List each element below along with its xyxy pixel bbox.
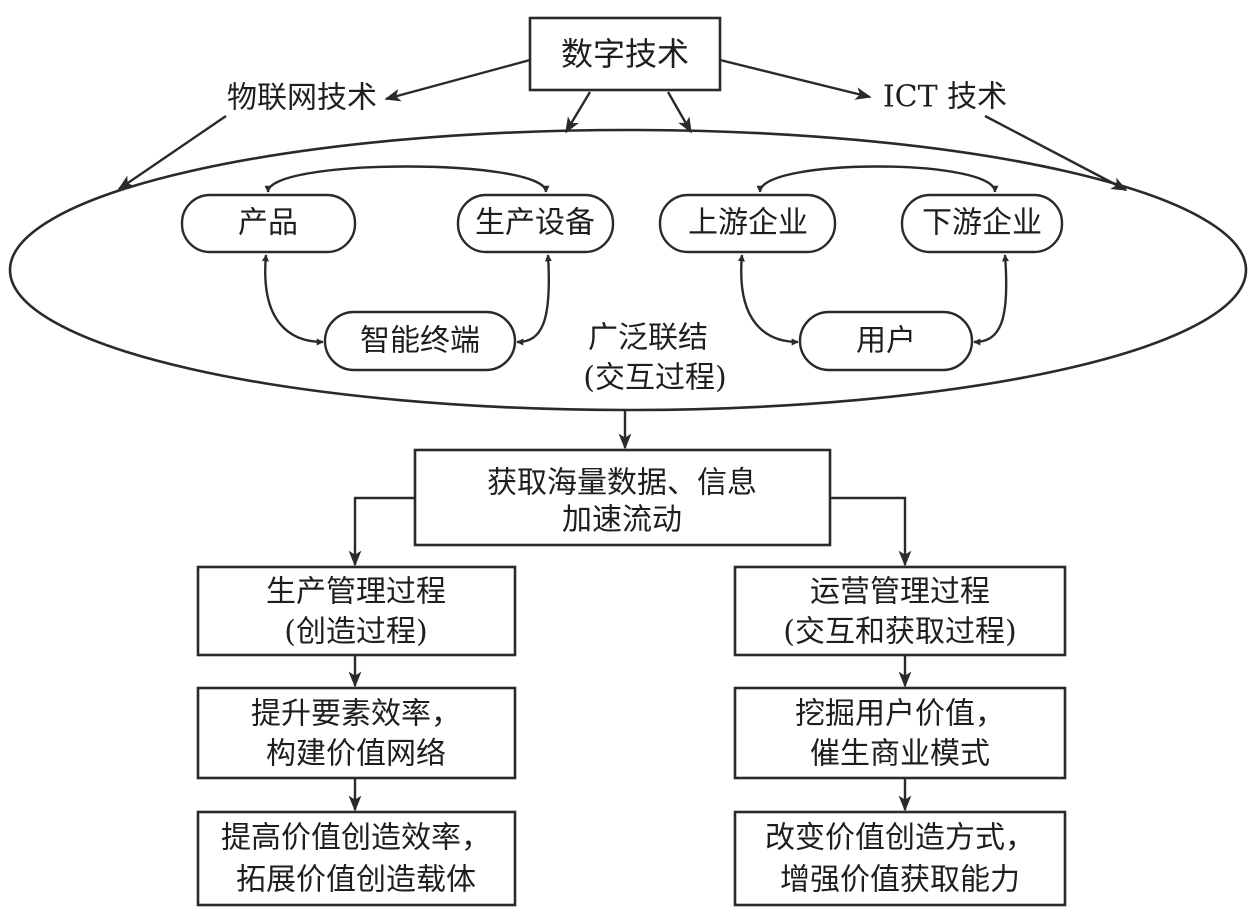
data-flow-line2: 加速流动 <box>562 503 682 538</box>
node-downstream-shape <box>900 193 1064 254</box>
data-flow-box <box>413 448 832 547</box>
connection-ellipse <box>8 128 1248 412</box>
node-user: 用户 <box>798 310 974 372</box>
ict-tech-label: ICT 技术 <box>883 80 1007 115</box>
link-product-terminal <box>261 254 324 346</box>
arrow-digital-to-network-left <box>564 91 592 134</box>
operation-process-line2: (交互和获取过程) <box>783 615 1016 650</box>
node-terminal: 智能终端 <box>323 310 517 372</box>
production-process-line2: (创造过程) <box>284 615 427 650</box>
node-downstream-label: 下游企业 <box>922 206 1042 241</box>
node-downstream: 下游企业 <box>900 193 1064 254</box>
arrow-ict-to-network <box>984 114 1128 192</box>
value-creation-line2: 拓展价值创造载体 <box>236 863 476 898</box>
link-downstream-user <box>973 254 1009 346</box>
value-creation-line1: 提高价值创造效率， <box>221 821 491 856</box>
iot-tech-label: 物联网技术 <box>227 81 377 116</box>
digital-tech-label: 数字技术 <box>561 35 689 73</box>
right-branch-step-1: 运营管理过程 (交互和获取过程) <box>733 565 1067 657</box>
node-equipment: 生产设备 <box>456 193 615 254</box>
node-product: 产品 <box>180 193 357 254</box>
link-upstream-user <box>737 254 799 346</box>
arrow-data-to-production <box>348 496 415 567</box>
digital-tech-box <box>528 16 722 92</box>
data-flow-node: 获取海量数据、信息 加速流动 <box>413 448 832 547</box>
link-product-equipment <box>264 165 550 193</box>
production-process-box <box>196 565 517 657</box>
left-branch-step-1: 生产管理过程 (创造过程) <box>196 565 517 657</box>
user-value-box <box>733 686 1067 780</box>
user-value-line1: 挖掘用户价值， <box>795 697 1005 732</box>
link-upstream-downstream <box>756 165 999 193</box>
operation-process-line1: 运营管理过程 <box>810 575 990 610</box>
node-product-label: 产品 <box>238 206 298 241</box>
network-caption-line2: (交互过程) <box>583 361 726 396</box>
value-capture-line1: 改变价值创造方式， <box>765 821 1035 856</box>
arrow-data-to-operation <box>830 496 912 567</box>
left-branch-step-3: 提高价值创造效率， 拓展价值创造载体 <box>196 810 517 907</box>
value-capture-box <box>733 810 1067 907</box>
network-caption-line1: 广泛联结 <box>588 321 708 356</box>
left-branch-step-2: 提升要素效率， 构建价值网络 <box>196 686 517 780</box>
efficiency-line2: 构建价值网络 <box>266 737 446 772</box>
node-user-shape <box>798 310 974 372</box>
operation-process-box <box>733 565 1067 657</box>
arrow-digital-to-ict <box>719 58 872 100</box>
node-product-shape <box>180 193 357 254</box>
right-branch-step-3: 改变价值创造方式， 增强价值获取能力 <box>733 810 1067 907</box>
node-terminal-label: 智能终端 <box>360 324 480 359</box>
value-capture-line2: 增强价值获取能力 <box>780 863 1020 898</box>
node-equipment-label: 生产设备 <box>475 206 595 241</box>
user-value-line2: 催生商业模式 <box>810 737 990 772</box>
arrow-digital-to-iot <box>384 58 531 102</box>
node-upstream-label: 上游企业 <box>688 206 808 241</box>
digital-tech-node: 数字技术 <box>528 16 722 92</box>
data-flow-line1: 获取海量数据、信息 <box>487 466 757 501</box>
node-upstream-shape <box>658 193 837 254</box>
link-equipment-terminal <box>516 254 552 346</box>
efficiency-line1: 提升要素效率， <box>251 697 461 732</box>
node-equipment-shape <box>456 193 615 254</box>
node-terminal-shape <box>323 310 517 372</box>
right-branch-step-2: 挖掘用户价值， 催生商业模式 <box>733 686 1067 780</box>
node-upstream: 上游企业 <box>658 193 837 254</box>
arrow-iot-to-network <box>117 115 227 190</box>
node-user-label: 用户 <box>856 324 916 359</box>
production-process-line1: 生产管理过程 <box>266 575 446 610</box>
value-creation-box <box>196 810 517 907</box>
arrow-digital-to-network-right <box>666 91 693 134</box>
efficiency-box <box>196 686 517 780</box>
